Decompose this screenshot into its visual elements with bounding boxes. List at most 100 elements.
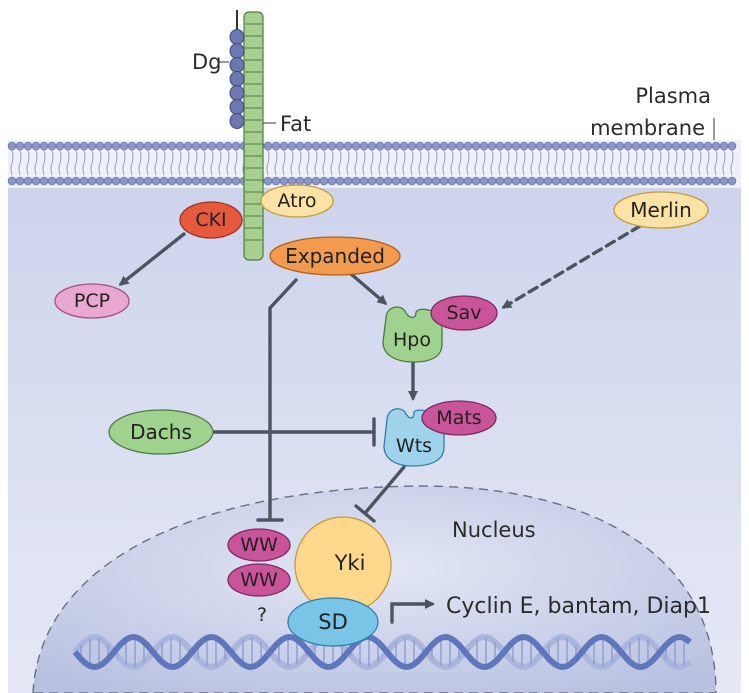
lipid-head [215,141,225,151]
lipid-head [727,176,737,186]
membrane-label: membrane [590,116,705,140]
lipid-head [511,176,521,186]
lipid-tail [330,149,334,176]
lipid-head [679,141,689,151]
lipid-head [215,176,225,186]
merlin-label: Merlin [630,198,692,222]
lipid-head [303,176,313,186]
lipid-head [655,141,665,151]
lipid-head [7,141,17,151]
lipid-tail [202,149,206,176]
ckl-node: CKI [179,201,243,239]
merlin-node: Merlin [613,191,709,229]
lipid-head [575,176,585,186]
lipid-head [623,141,633,151]
lipid-tail [82,149,86,176]
lipid-head [695,141,705,151]
lipid-tail [386,149,390,176]
lipid-head [175,141,185,151]
plasma-membrane [7,140,741,188]
ckl-to-pcp-arrow [118,232,186,286]
lipid-head [295,141,305,151]
lipid-head [279,176,289,186]
lipid-tail [410,149,414,176]
lipid-head [519,141,529,151]
lipid-tail [234,149,238,176]
lipid-head [703,141,713,151]
lipid-head [479,176,489,186]
lipid-head [359,176,369,186]
lipid-head [471,176,481,186]
lipid-tail [714,149,718,176]
lipid-tail [50,149,54,176]
lipid-tail [18,149,22,176]
lipid-tail [658,149,662,176]
lipid-head [15,176,25,186]
dg-bead [229,29,245,45]
lipid-tail [226,149,230,176]
lipid-head [143,141,153,151]
sav-node: Sav [430,295,498,331]
lipid-tail [282,149,286,176]
lipid-head [359,141,369,151]
wts-label: Wts [396,435,432,457]
lipid-tail [442,149,446,176]
lipid-tail [74,149,78,176]
lipid-head [647,176,657,186]
lipid-head [647,141,657,151]
sd-node: SD [287,597,379,647]
lipid-head [199,141,209,151]
lipid-tail [66,149,70,176]
lipid-head [199,176,209,186]
lipid-tail [90,149,94,176]
lipid-head [231,141,241,151]
lipid-head [23,141,33,151]
hpo-label: Hpo [393,329,431,351]
lipid-tail [530,149,534,176]
dna-strand-back [72,634,692,670]
lipid-tail [170,149,174,176]
atro-node: Atro [260,184,334,218]
lipid-tail [266,149,270,176]
lipid-tail [194,149,198,176]
lipid-head [303,141,313,151]
lipid-head [111,176,121,186]
lipid-head [183,176,193,186]
lipid-tail [274,149,278,176]
lipid-head [127,141,137,151]
lipid-head [423,176,433,186]
lipid-head [535,176,545,186]
dg-bead [229,43,245,59]
dachs-label: Dachs [130,420,192,444]
lipid-tail [698,149,702,176]
lipid-head [119,141,129,151]
lipid-tail [146,149,150,176]
lipid-head [551,176,561,186]
lipid-head [71,141,81,151]
lipid-head [479,141,489,151]
lipid-head [175,176,185,186]
lipid-head [655,176,665,186]
lipid-head [183,141,193,151]
ww2-label: WW [240,569,278,591]
lipid-head [423,141,433,151]
lipid-head [319,141,329,151]
atro-label: Atro [277,190,316,212]
lipid-head [103,141,113,151]
lipid-head [559,176,569,186]
lipid-head [567,141,577,151]
lipid-tail [34,149,38,176]
lipid-head [367,141,377,151]
lipid-head [407,141,417,151]
lipid-head [311,176,321,186]
lipid-tail [690,149,694,176]
lipid-head [471,141,481,151]
ww-node-2: WW [227,563,291,597]
lipid-head [111,141,121,151]
lipid-tail [306,149,310,176]
lipid-head [583,141,593,151]
yki-label: Yki [334,551,366,575]
lipid-head [399,141,409,151]
lipid-head [567,176,577,186]
